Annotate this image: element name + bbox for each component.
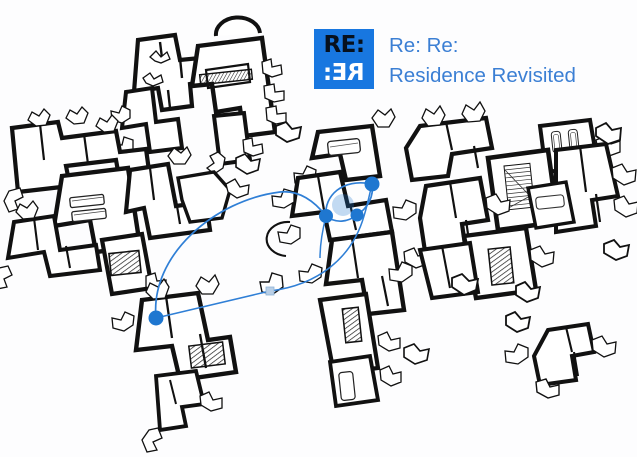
plan-cluster-center bbox=[259, 107, 431, 409]
network-node-southwest[interactable] bbox=[148, 310, 164, 326]
plan-cluster-southeast bbox=[504, 310, 617, 399]
title-block: RE: RE: Re: Re: Residence Revisited bbox=[314, 29, 576, 91]
plan-cluster-southwest bbox=[111, 273, 239, 453]
network-node-center-left[interactable] bbox=[319, 209, 333, 223]
network-overlay bbox=[148, 176, 380, 326]
title-line-one: Re: Re: bbox=[389, 34, 459, 57]
plan-cluster-west bbox=[0, 105, 250, 297]
network-edge-marker-to-ne bbox=[269, 183, 373, 292]
logo-text-bottom-mirrored: RE: bbox=[323, 60, 365, 86]
network-node-halo bbox=[332, 194, 354, 216]
logo-text-top: RE: bbox=[323, 32, 365, 58]
plan-cluster-northeast-extras bbox=[235, 121, 631, 261]
network-edge-sw-to-center bbox=[154, 191, 327, 319]
network-node-northeast[interactable] bbox=[364, 176, 380, 192]
network-edge-sw-to-marker bbox=[155, 290, 271, 319]
title-line-two: Residence Revisited bbox=[389, 64, 576, 87]
network-marker-waypoint[interactable] bbox=[265, 286, 275, 296]
title-text-group: Re: Re: Residence Revisited bbox=[389, 29, 576, 91]
network-node-center-right[interactable] bbox=[350, 208, 364, 222]
re-re-logo: RE: RE: bbox=[314, 29, 374, 89]
plan-cluster-east bbox=[388, 100, 637, 303]
